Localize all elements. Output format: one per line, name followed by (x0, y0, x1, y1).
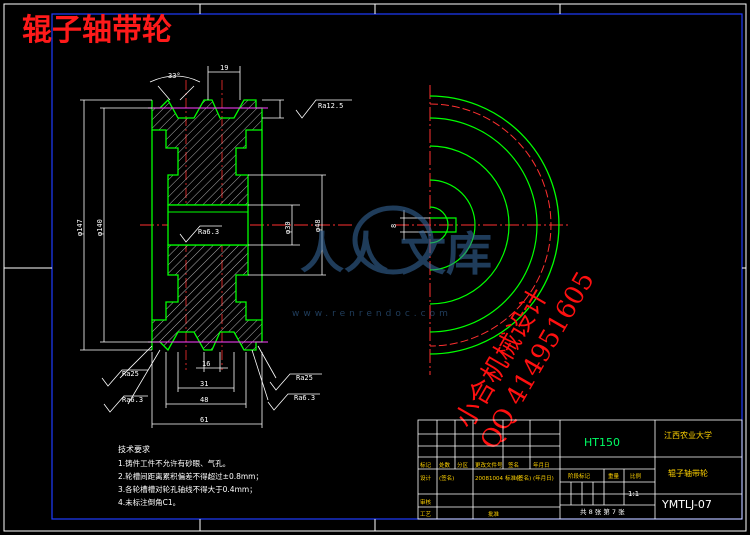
dimension-texts: 33° 19 Ra12.5 φ147 φ140 φ30 φ48 Ra6.3 16… (76, 64, 343, 424)
tb-col-2: 重量 (608, 472, 620, 480)
note-item-1: 1.铸件工件不允许有砂眼、气孔。 (118, 458, 230, 468)
pitch-circle (429, 103, 552, 347)
outer-circle (429, 95, 560, 355)
dim-width-48: 48 (200, 396, 208, 404)
dim-left-ra1: Ra25 (122, 370, 139, 378)
tb-label-6: 年月日 (533, 461, 550, 469)
technical-notes: 技术要求 1.铸件工件不允许有砂眼、气孔。 2.轮槽间距离累积偏差不得超过±0.… (118, 444, 263, 507)
tb-sheets: 共 8 张 第 7 张 (580, 507, 625, 516)
dim-key-depth: 8 (390, 224, 398, 228)
dim-left-ra2: Ra6.3 (122, 396, 143, 404)
tb-row2-6: (年月日) (533, 474, 554, 482)
tb-col-3: 比例 (630, 472, 642, 480)
watermark-brand-b: 文库 (400, 227, 492, 281)
lower-rim-section (151, 244, 263, 352)
title-block (417, 419, 743, 520)
note-item-2: 2.轮槽间距离累积偏差不得超过±0.8mm； (118, 471, 263, 481)
dim-width-31: 31 (200, 380, 208, 388)
dim-groove-width: 16 (202, 360, 210, 368)
keyway (430, 217, 457, 233)
dim-bore-dia: φ30 (284, 221, 292, 234)
watermark-site: www.renrendoc.com (292, 309, 452, 319)
frame-ticks (4, 4, 746, 531)
dim-hub-dia: φ48 (314, 219, 322, 232)
tb-label-4: 更改文件号 (475, 461, 503, 469)
drawing-title: 辊子轴带轮 (22, 13, 172, 48)
bore-circle (429, 206, 449, 244)
tb-row2-2: (签名) (439, 474, 454, 482)
section-dimensions (80, 66, 352, 428)
rim-inner-circle (429, 145, 510, 305)
tb-process: 工艺 (420, 511, 432, 518)
dim-right-ra1: Ra25 (296, 374, 313, 382)
tb-approve: 批准 (488, 510, 500, 518)
dim-corner-ra: Ra12.5 (318, 102, 343, 110)
dim-pitch-dia: φ140 (96, 219, 104, 236)
dim-outer-dia: φ147 (76, 219, 84, 236)
dim-bore-ra: Ra6.3 (198, 228, 219, 236)
tb-col-1: 阶段标记 (568, 472, 591, 480)
designer-stamp: 小合机械设计 QQ 414951605 (450, 267, 601, 455)
pulley-section-view (140, 80, 355, 370)
tb-drawing-no: YMTLJ-07 (661, 498, 712, 511)
note-item-4: 4.未标注倒角C1。 (118, 497, 180, 507)
tb-row2-4: 标准化 (505, 474, 522, 482)
notes-heading: 技术要求 (118, 444, 150, 454)
title-block-texts: HT150 江西农业大学 辊子轴带轮 YMTLJ-07 1:1 共 8 张 第 … (420, 430, 712, 518)
dim-angle: 33° (168, 72, 181, 80)
watermark: 人人 文库 www.renrendoc.com (292, 205, 492, 319)
tb-label-2: 处数 (439, 461, 451, 469)
tb-label-1: 标记 (420, 461, 432, 469)
hub-circle (429, 179, 476, 271)
tb-row2-3: 20081004 (475, 476, 503, 482)
tb-scale: 1:1 (628, 490, 639, 498)
note-item-3: 3.各轮槽槽对轮孔轴线不得大于0.4mm； (118, 484, 257, 494)
upper-rim-section (151, 98, 263, 206)
tb-audit: 审核 (420, 498, 432, 506)
dim-width-61: 61 (200, 416, 208, 424)
dim-top-width: 19 (220, 64, 228, 72)
tb-row2-1: 设计 (420, 474, 432, 482)
tb-row2-5: (签名) (516, 474, 531, 482)
tb-school: 江西农业大学 (664, 430, 712, 440)
watermark-brand-a: 人人 (300, 228, 388, 279)
bore (167, 204, 249, 246)
tb-label-3: 分区 (457, 461, 469, 469)
root-circle (429, 117, 538, 333)
tb-label-5: 签名 (508, 461, 519, 469)
watermark-logo-ring (352, 205, 434, 275)
inner-border (51, 13, 743, 520)
tb-material: HT150 (584, 436, 620, 449)
dim-right-ra2: Ra6.3 (294, 394, 315, 402)
tb-part-name: 辊子轴带轮 (668, 468, 708, 478)
